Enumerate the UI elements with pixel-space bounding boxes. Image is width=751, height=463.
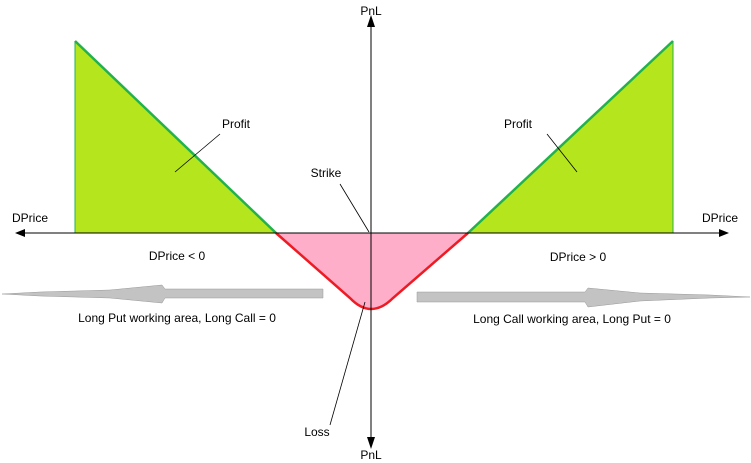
profit-left-label: Profit (222, 117, 251, 131)
dprice-left-label: DPrice (12, 211, 48, 225)
pnl-top-label: PnL (360, 4, 382, 18)
payoff-line-left (74, 40, 277, 234)
dprice-negative-label: DPrice < 0 (149, 249, 206, 263)
pnl-bottom-label: PnL (360, 448, 382, 462)
profit-right-label: Profit (504, 117, 533, 131)
dprice-positive-label: DPrice > 0 (550, 250, 607, 264)
strike-label: Strike (311, 166, 342, 180)
put-area-arrow (1, 284, 324, 304)
put-area-label: Long Put working area, Long Call = 0 (78, 311, 276, 325)
payoff-line-right (467, 40, 674, 234)
dprice-right-label: DPrice (702, 211, 738, 225)
loss-label: Loss (304, 425, 329, 439)
call-area-arrow (416, 287, 751, 308)
loss-area (276, 233, 468, 309)
call-area-label: Long Call working area, Long Put = 0 (473, 312, 671, 326)
